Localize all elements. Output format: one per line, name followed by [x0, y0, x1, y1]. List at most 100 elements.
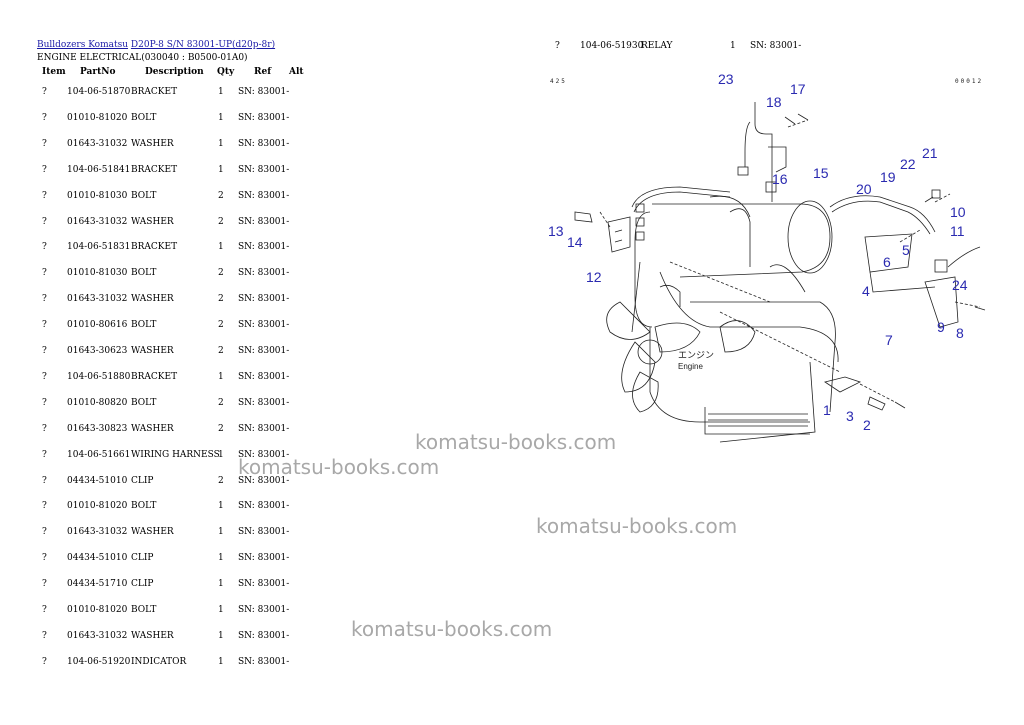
- cell-qty: 1: [218, 112, 224, 123]
- cell-item: ?: [42, 242, 47, 253]
- cell-qty: 2: [218, 397, 224, 408]
- callout-number: 12: [586, 269, 602, 285]
- cell-description: BRACKET: [131, 371, 178, 382]
- cell-qty: 1: [218, 242, 224, 253]
- cell-item: ?: [42, 656, 47, 667]
- cell-partno: 01010-81030: [67, 190, 128, 201]
- callout-number: 21: [922, 145, 938, 161]
- cell-item: ?: [42, 346, 47, 356]
- relay-ref: SN: 83001-: [750, 41, 802, 51]
- callout-number: 8: [956, 325, 964, 341]
- cell-description: BOLT: [131, 397, 157, 408]
- callout-number: 9: [937, 319, 945, 335]
- cell-ref: SN: 83001-: [238, 475, 290, 486]
- callout-number: 24: [952, 277, 968, 293]
- breadcrumb-link-bulldozers[interactable]: Bulldozers Komatsu: [37, 40, 129, 50]
- cell-partno: 104-06-51870: [67, 87, 131, 97]
- engine-label-en: Engine: [678, 362, 703, 371]
- cell-description: WASHER: [131, 630, 174, 641]
- cell-qty: 1: [218, 164, 224, 175]
- col-description: Description: [145, 67, 204, 77]
- cell-description: WASHER: [131, 294, 174, 305]
- cell-description: BOLT: [131, 268, 157, 279]
- cell-ref: SN: 83001-: [238, 423, 290, 434]
- callout-number: 17: [790, 81, 806, 97]
- cell-qty: 1: [218, 553, 224, 564]
- cell-ref: SN: 83001-: [238, 656, 290, 667]
- callout-number: 10: [950, 204, 966, 220]
- cell-item: ?: [42, 371, 47, 382]
- cell-partno: 01643-31032: [67, 294, 128, 305]
- cell-item: ?: [42, 190, 47, 201]
- cell-item: ?: [42, 579, 47, 590]
- callout-number: 13: [548, 223, 564, 239]
- relay-description: RELAY: [641, 41, 673, 51]
- cell-partno: 01010-81020: [67, 501, 128, 512]
- cell-ref: SN: 83001-: [238, 605, 290, 615]
- cell-ref: SN: 83001-: [238, 320, 290, 331]
- col-item: Item: [42, 67, 66, 77]
- diagram-code-left: 425: [550, 78, 567, 85]
- cell-qty: 1: [218, 138, 224, 149]
- cell-partno: 104-06-51831: [67, 242, 131, 253]
- col-ref: Ref: [254, 67, 272, 77]
- cell-item: ?: [42, 501, 47, 512]
- cell-item: ?: [42, 320, 47, 331]
- col-alt: Alt: [289, 67, 304, 77]
- col-partno: PartNo: [80, 67, 116, 77]
- cell-item: ?: [42, 294, 47, 305]
- relay-qty: 1: [730, 41, 736, 51]
- cell-qty: 1: [218, 579, 224, 590]
- breadcrumb: Bulldozers Komatsu D20P-8 S/N 83001-UP(d…: [37, 40, 275, 50]
- cell-description: WASHER: [131, 138, 174, 149]
- cell-item: ?: [42, 475, 47, 486]
- cell-ref: SN: 83001-: [238, 242, 290, 253]
- cell-description: WASHER: [131, 423, 174, 434]
- cell-partno: 04434-51010: [67, 553, 128, 564]
- cell-ref: SN: 83001-: [238, 579, 290, 590]
- cell-ref: SN: 83001-: [238, 216, 290, 227]
- callout-number: 14: [567, 234, 583, 250]
- cell-partno: 01010-81030: [67, 268, 128, 279]
- callout-number: 5: [902, 242, 910, 258]
- cell-item: ?: [42, 87, 47, 97]
- cell-partno: 104-06-51661: [67, 449, 131, 460]
- cell-ref: SN: 83001-: [238, 294, 290, 305]
- cell-description: BOLT: [131, 605, 157, 615]
- cell-description: BRACKET: [131, 87, 178, 97]
- cell-qty: 2: [218, 320, 224, 331]
- cell-ref: SN: 83001-: [238, 138, 290, 149]
- callout-number: 15: [813, 165, 829, 181]
- cell-partno: 01643-31032: [67, 630, 128, 641]
- cell-partno: 01010-81020: [67, 112, 128, 123]
- cell-item: ?: [42, 216, 47, 227]
- cell-qty: 1: [218, 501, 224, 512]
- cell-item: ?: [42, 630, 47, 641]
- callout-number: 19: [880, 169, 896, 185]
- cell-description: CLIP: [131, 579, 154, 590]
- cell-description: BRACKET: [131, 164, 178, 175]
- cell-item: ?: [42, 449, 47, 460]
- diagram-code-right: 00012: [955, 78, 984, 85]
- cell-partno: 104-06-51841: [67, 164, 131, 175]
- cell-partno: 01643-30623: [67, 346, 128, 356]
- cell-qty: 2: [218, 190, 224, 201]
- cell-partno: 104-06-51920: [67, 656, 131, 667]
- callout-number: 4: [862, 283, 870, 299]
- callout-number: 1: [823, 402, 831, 418]
- cell-description: BOLT: [131, 320, 157, 331]
- cell-description: WASHER: [131, 527, 174, 538]
- breadcrumb-link-model[interactable]: D20P-8 S/N 83001-UP(d20p-8r): [130, 40, 276, 50]
